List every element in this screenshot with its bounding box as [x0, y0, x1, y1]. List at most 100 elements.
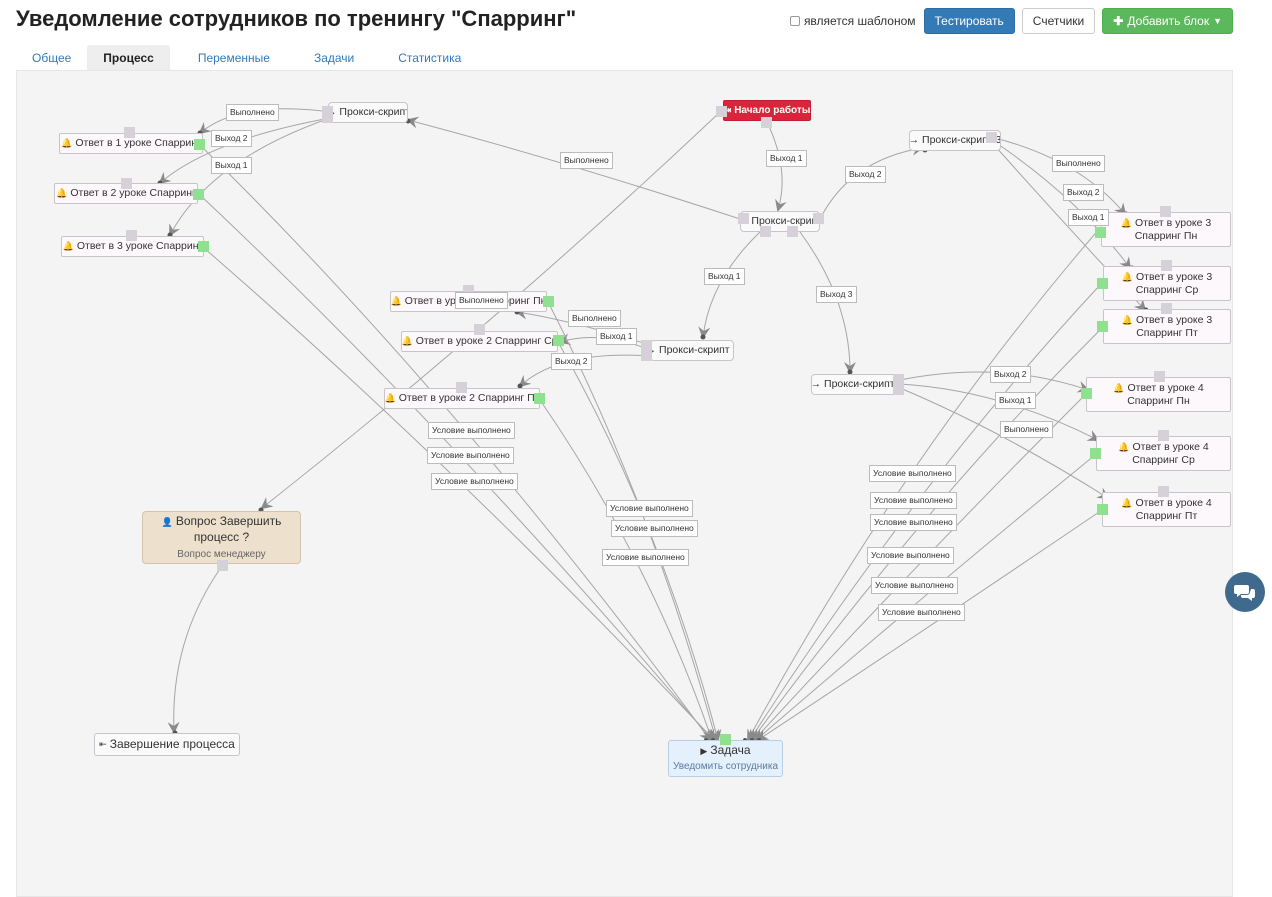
lesson-node-label: Ответ в 3 уроке Спарринг [76, 240, 203, 252]
lesson-node[interactable]: 🔔Ответ в уроке 3 Спарринг Пн [1101, 212, 1231, 247]
output-port[interactable] [986, 132, 997, 143]
lesson-node[interactable]: 🔔Ответ в уроке 4 Спарринг Пн [1086, 377, 1231, 412]
input-port[interactable] [1158, 486, 1169, 497]
lesson-node[interactable]: 🔔Ответ в уроке 3 Спарринг Пт [1103, 309, 1231, 344]
edge-label-exit2: Выход 2 [551, 353, 592, 370]
lesson-node[interactable]: 🔔Ответ в 3 уроке Спарринг [61, 236, 204, 257]
proxy-script-label: → Прокси-скрипт 3 [909, 134, 1001, 146]
caret-down-icon: ▼ [1213, 16, 1222, 26]
output-port[interactable] [194, 139, 205, 150]
output-port[interactable] [787, 226, 798, 237]
edge-label-done: Выполнено [1000, 421, 1053, 438]
proxy-script-node-3[interactable]: → Прокси-скрипт 3 [909, 130, 1001, 151]
edge-label-exit1: Выход 1 [211, 157, 252, 174]
tab-variables[interactable]: Переменные [197, 51, 270, 65]
input-port[interactable] [124, 127, 135, 138]
input-port[interactable] [456, 382, 467, 393]
lesson-node-label: 🔔Ответ в уроке 4 Спарринг Ср [1101, 441, 1226, 467]
input-port[interactable] [126, 230, 137, 241]
proxy-script-node-4[interactable]: → Прокси-скрипт 4 [811, 374, 903, 395]
lesson-node-label: Ответ в 1 уроке Спарринг [75, 137, 201, 149]
output-port[interactable] [1095, 227, 1106, 238]
input-port[interactable] [1161, 303, 1172, 314]
input-port[interactable] [1160, 206, 1171, 217]
input-port[interactable] [322, 106, 333, 123]
output-port[interactable] [893, 374, 904, 395]
tab-process[interactable]: Процесс [87, 45, 170, 71]
chat-button[interactable] [1225, 572, 1265, 612]
output-port[interactable] [1081, 388, 1092, 399]
proxy-script-node-1[interactable]: → Прокси-скрипт [328, 102, 408, 123]
lesson-node[interactable]: 🔔Ответ в уроке 3 Спарринг Ср [1103, 266, 1231, 301]
proxy-script-node-main[interactable]: → Прокси-скрипт [740, 211, 820, 232]
finish-node[interactable]: ⇤ Завершение процесса [94, 733, 240, 756]
output-port[interactable] [1097, 504, 1108, 515]
edge-label-exit2: Выход 2 [990, 366, 1031, 383]
lesson-node-label: 🔔Ответ в уроке 3 Спарринг Пн [1106, 217, 1226, 243]
input-port[interactable] [738, 213, 749, 224]
proxy-script-label: → Прокси-скрипт 2 [650, 344, 734, 356]
sign-out-icon: ⇤ [99, 739, 107, 749]
output-port[interactable] [761, 117, 772, 128]
output-port[interactable] [1097, 278, 1108, 289]
input-port[interactable] [474, 324, 485, 335]
input-port[interactable] [1154, 371, 1165, 382]
edge-label-condition: Условие выполнено [606, 500, 693, 517]
input-port[interactable] [716, 106, 727, 117]
lesson-node-text: Ответ в уроке 4 Спарринг Пт [1135, 496, 1212, 522]
counters-button[interactable]: Счетчики [1021, 8, 1096, 34]
page-title: Уведомление сотрудников по тренингу "Спа… [16, 6, 577, 31]
task-node[interactable]: ▶Задача Уведомить сотрудника [668, 740, 783, 777]
proxy-script-label: → Прокси-скрипт [740, 215, 820, 227]
proxy-script-label: → Прокси-скрипт [328, 106, 408, 118]
bell-icon: 🔔 [390, 296, 402, 306]
lesson-node[interactable]: 🔔Ответ в уроке 4 Спарринг Ср [1096, 436, 1231, 471]
output-port[interactable] [217, 560, 228, 571]
template-checkbox-label: является шаблоном [803, 14, 916, 28]
edge-label-exit1: Выход 1 [1068, 209, 1109, 226]
edge-label-exit2: Выход 2 [1063, 184, 1104, 201]
input-port[interactable] [720, 734, 731, 745]
output-port[interactable] [543, 296, 554, 307]
bell-icon: 🔔 [401, 336, 413, 346]
bell-icon: 🔔 [1121, 314, 1133, 325]
edge-label-condition: Условие выполнено [870, 514, 957, 531]
input-port[interactable] [463, 285, 474, 296]
lesson-node-text: Ответ в уроке 3 Спарринг Пн [1134, 216, 1212, 242]
output-port[interactable] [198, 241, 209, 252]
tab-general[interactable]: Общее [32, 51, 72, 65]
output-port[interactable] [534, 393, 545, 404]
input-port[interactable] [1158, 430, 1169, 441]
checkbox-box[interactable] [789, 16, 800, 26]
output-port[interactable] [760, 226, 771, 237]
output-port[interactable] [813, 213, 824, 224]
edge-label-condition: Условие выполнено [431, 473, 518, 490]
lesson-node-label: 🔔Ответ в уроке 4 Спарринг Пт [1107, 497, 1226, 523]
lesson-node-text: Ответ в уроке 3 Спарринг Пт [1135, 313, 1213, 339]
question-node-title-text: Вопрос Завершить процесс ? [175, 513, 282, 544]
edge-label-condition: Условие выполнено [428, 422, 515, 439]
output-port[interactable] [1097, 321, 1108, 332]
bell-icon: 🔔 [384, 393, 396, 403]
edge-label-done: Выполнено [455, 292, 508, 309]
lesson-node-label: Ответ в уроке 2 Спарринг Ср [415, 335, 558, 347]
test-button[interactable]: Тестировать [923, 8, 1015, 34]
input-port[interactable] [641, 340, 652, 361]
output-port[interactable] [1090, 448, 1101, 459]
input-port[interactable] [121, 178, 132, 189]
proxy-script-node-2[interactable]: → Прокси-скрипт 2 [650, 340, 734, 361]
tab-statistics[interactable]: Статистика [398, 51, 462, 65]
template-checkbox[interactable]: является шаблоном [789, 14, 916, 28]
tab-tasks[interactable]: Задачи [313, 51, 355, 65]
bell-icon: 🔔 [1113, 382, 1125, 393]
lesson-node[interactable]: 🔔Ответ в уроке 4 Спарринг Пт [1102, 492, 1231, 527]
edge-label-condition: Условие выполнено [870, 492, 957, 509]
lesson-node[interactable]: 🔔Ответ в уроке 2 Спарринг Ср [401, 331, 558, 352]
lesson-node-text: Ответ в уроке 4 Спарринг Пн [1127, 381, 1204, 407]
output-port[interactable] [193, 189, 204, 200]
output-port[interactable] [553, 335, 564, 346]
start-node-label: Начало работы [734, 105, 811, 116]
question-node[interactable]: 👤Вопрос Завершить процесс ? Вопрос менед… [142, 511, 301, 564]
input-port[interactable] [1161, 260, 1172, 271]
add-block-button[interactable]: ✚ Добавить блок ▼ [1102, 8, 1233, 34]
